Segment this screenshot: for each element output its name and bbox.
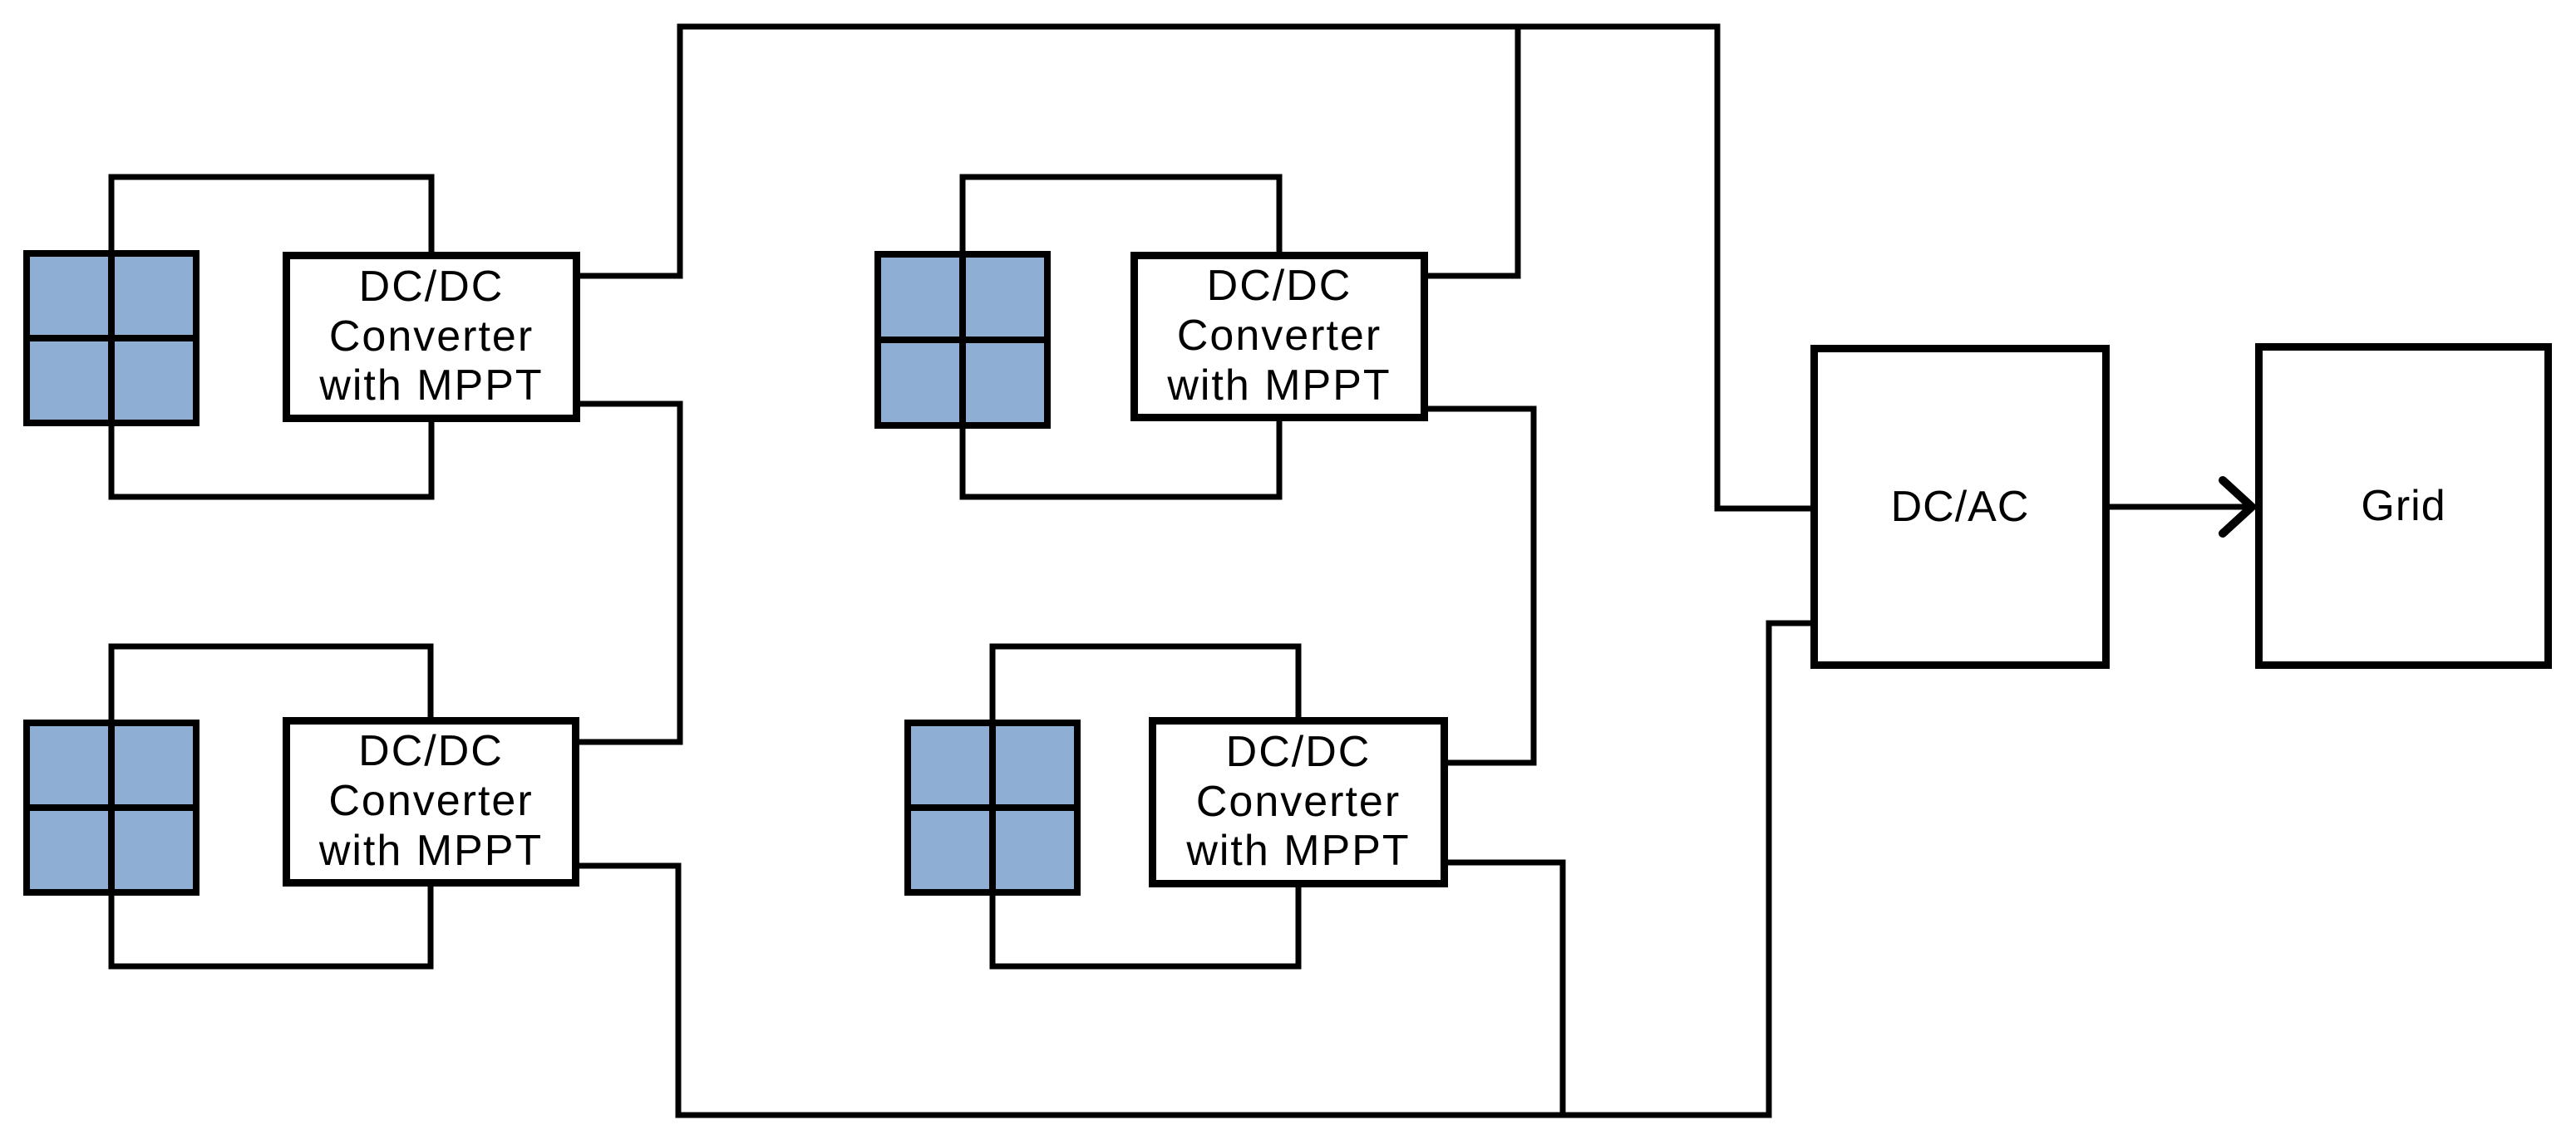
wire-dcdc4-negative-riser	[1445, 859, 1566, 1115]
wire-positive-top-bus	[577, 23, 1815, 512]
dcdc-converter-1-label: DC/DC Converter with MPPT	[319, 262, 544, 410]
pv-cell	[115, 257, 193, 335]
wire-dcdc2-positive-riser	[1425, 25, 1521, 279]
pv-cell	[115, 726, 193, 804]
pv-cell	[30, 726, 108, 804]
dcdc-converter-2-label: DC/DC Converter with MPPT	[1167, 262, 1391, 410]
dcdc-converter-3-box: DC/DC Converter with MPPT	[283, 717, 579, 887]
pv-cell	[966, 343, 1044, 422]
wire-dcdc1-dcdc3-series-link	[576, 400, 683, 745]
pv-panel-1-icon	[23, 250, 199, 426]
dc-ac-inverter-box: DC/AC	[1810, 345, 2110, 669]
pv-cell	[30, 811, 108, 889]
dcdc-converter-1-box: DC/DC Converter with MPPT	[283, 252, 580, 422]
dc-ac-inverter-label: DC/AC	[1890, 483, 2030, 531]
pv-cell	[996, 726, 1074, 804]
pv-cell	[30, 257, 108, 335]
pv-cell	[911, 726, 989, 804]
pv-cell	[881, 343, 959, 422]
wire-pv2-dcdc2-top	[959, 174, 1283, 258]
wire-pv3-dcdc3-bottom	[108, 881, 434, 970]
wire-pv3-dcdc3-top	[108, 643, 434, 726]
grid-box: Grid	[2255, 343, 2552, 669]
pv-cell	[911, 811, 989, 889]
wire-pv1-dcdc1-top	[108, 174, 435, 258]
arrowhead-icon	[2219, 476, 2258, 538]
pv-panel-2-icon	[874, 251, 1051, 429]
pv-cell	[881, 258, 959, 337]
dcdc-converter-3-label: DC/DC Converter with MPPT	[318, 727, 544, 875]
wire-dcdc2-dcdc4-series-link	[1425, 405, 1537, 766]
wire-pv2-dcdc2-bottom	[959, 415, 1283, 500]
pv-panel-3-icon	[23, 720, 199, 896]
pv-panel-4-icon	[904, 720, 1081, 896]
wire-pv4-dcdc4-bottom	[989, 881, 1302, 970]
pv-cell	[996, 811, 1074, 889]
grid-label: Grid	[2361, 482, 2446, 530]
pv-cell	[966, 258, 1044, 337]
dcdc-converter-4-box: DC/DC Converter with MPPT	[1149, 717, 1448, 887]
wire-pv1-dcdc1-bottom	[108, 415, 435, 500]
dcdc-converter-2-box: DC/DC Converter with MPPT	[1130, 252, 1428, 421]
pv-cell	[115, 341, 193, 420]
pv-cell	[30, 341, 108, 420]
pv-cell	[115, 811, 193, 889]
wire-pv4-dcdc4-top	[989, 643, 1302, 726]
wire-negative-bottom-bus	[576, 620, 1815, 1118]
dcdc-converter-4-label: DC/DC Converter with MPPT	[1186, 727, 1411, 876]
